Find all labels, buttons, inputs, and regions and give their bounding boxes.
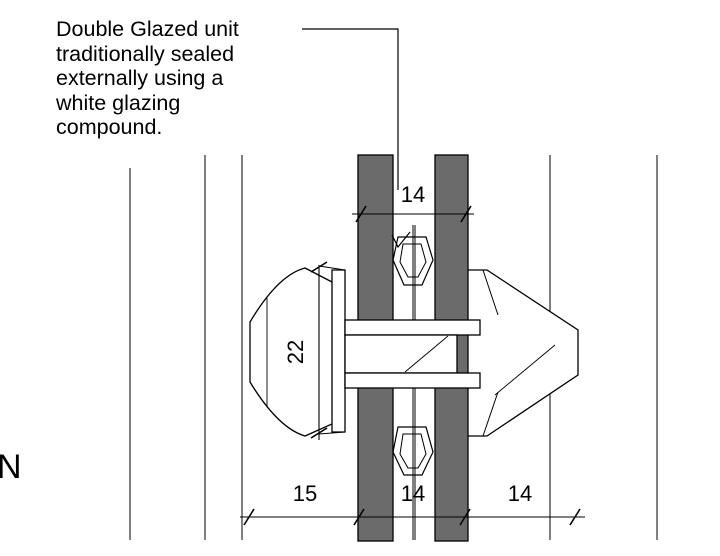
washer-bottom — [344, 372, 481, 389]
spacer-bar-bottom — [392, 426, 434, 476]
shank-hatch — [404, 335, 449, 373]
dim-tick — [569, 508, 581, 526]
washer-top — [344, 319, 481, 336]
dim-tick — [310, 427, 328, 439]
annotation-line-3: externally using a — [56, 66, 224, 90]
dim-label-bolt: 22 — [283, 340, 308, 364]
nut-hatch — [494, 344, 556, 396]
bolt-head — [249, 267, 346, 437]
shank — [344, 334, 458, 374]
nut-chamfer-top — [482, 269, 499, 316]
annotation-line-2: traditionally sealed — [56, 41, 235, 66]
leader-arrowhead — [391, 231, 411, 249]
glazing-annotation: Double Glazed unit traditionally sealed … — [56, 17, 296, 140]
spacer-bar-bottom-inner — [399, 433, 427, 469]
cavity-spacers — [391, 225, 434, 540]
annotation-line-1: Double Glazed unit — [56, 17, 239, 41]
dim-tick — [353, 508, 365, 526]
dim-tick — [355, 205, 367, 223]
spacer-bar-top — [392, 236, 434, 286]
dim-extension — [318, 431, 346, 435]
bolt-nut — [466, 269, 579, 437]
nut-chamfer-bottom — [482, 391, 499, 437]
dim-label-bottom-right: 14 — [508, 481, 532, 506]
bolt-dome — [249, 267, 333, 437]
dim-label-bottom-center: 14 — [401, 481, 425, 506]
dimension-lines — [240, 205, 585, 526]
edge-letter: N — [0, 448, 22, 486]
dim-label-bottom-left: 15 — [293, 481, 317, 506]
spacer-bar-top-inner — [399, 243, 427, 278]
dim-tick — [459, 508, 471, 526]
annotation-line-5: compound. — [56, 115, 163, 139]
dim-tick — [460, 205, 472, 223]
dim-tick — [310, 261, 328, 273]
dim-tick — [243, 508, 255, 526]
nut-cone — [466, 269, 579, 437]
bolt-head-flange — [331, 269, 346, 433]
dim-label-gap: 14 — [401, 182, 425, 207]
annotation-line-4: white glazing — [56, 90, 181, 115]
annotation-leader — [302, 28, 399, 190]
bolt-shank — [344, 319, 556, 396]
dim-extension — [318, 265, 346, 271]
